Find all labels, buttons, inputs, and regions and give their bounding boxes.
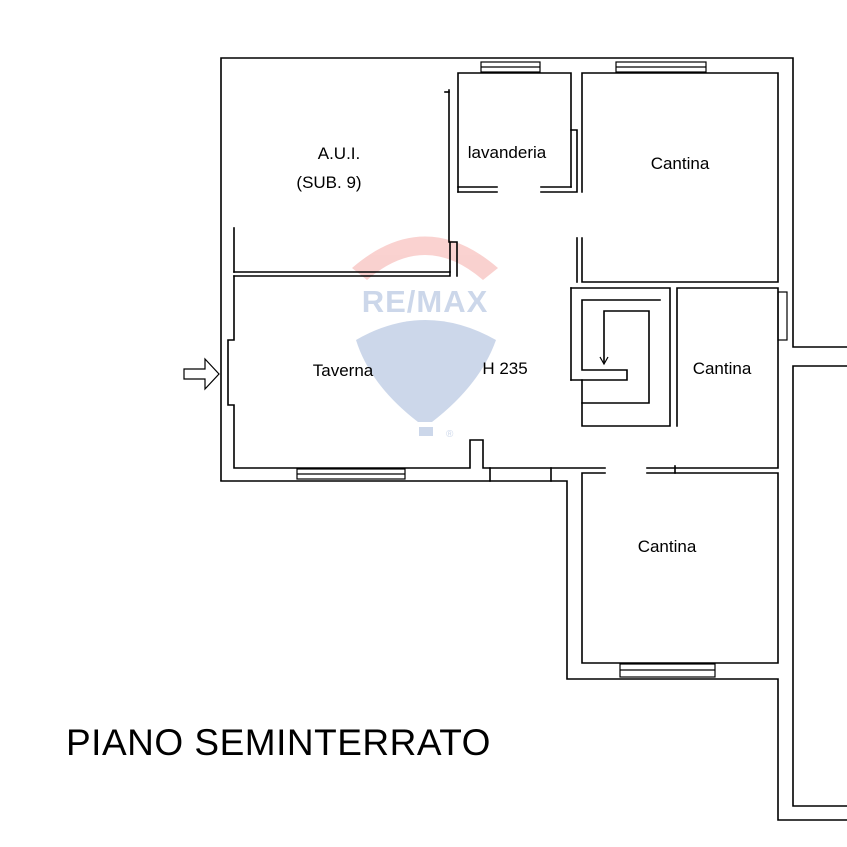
- label-cantina-mid: Cantina: [693, 359, 752, 378]
- arrow-right-icon: [183, 357, 220, 391]
- walls: [220, 57, 847, 821]
- label-height: H 235: [482, 359, 527, 378]
- label-lavanderia: lavanderia: [468, 143, 547, 162]
- balloon-red-top: [352, 236, 498, 280]
- label-taverna: Taverna: [313, 361, 374, 380]
- floor-title: PIANO SEMINTERRATO: [66, 722, 491, 763]
- outer-wall-top-left: [220, 57, 847, 481]
- outer-wall-right-lower: [792, 365, 847, 807]
- stair-outer: [570, 287, 671, 427]
- cantina-bottom-walls: [581, 472, 779, 664]
- taverna-top-wall: [233, 241, 458, 277]
- label-cantina-top: Cantina: [651, 154, 710, 173]
- stair-inner: [581, 310, 650, 404]
- cantina-top-walls: [581, 72, 779, 283]
- windows: [296, 61, 716, 678]
- taverna-left-wall: [227, 275, 606, 469]
- lavanderia-walls: [457, 72, 578, 193]
- room-labels: A.U.I. (SUB. 9) lavanderia Cantina Canti…: [296, 143, 751, 556]
- stair-landing: [570, 299, 661, 381]
- balloon-white-band: [350, 280, 500, 320]
- registered-mark: ®: [446, 429, 454, 440]
- balloon-basket: [419, 427, 433, 436]
- cantina-mid-window: [777, 291, 788, 341]
- remax-logo-text: RE/MAX: [362, 284, 489, 319]
- balloon-blue-bottom: [356, 320, 496, 422]
- remax-watermark: RE/MAX ®: [350, 236, 500, 440]
- cantina-mid-walls: [646, 287, 779, 469]
- label-aui: A.U.I.: [318, 144, 361, 163]
- stair-arrow-icon: [599, 356, 609, 366]
- label-cantina-bottom: Cantina: [638, 537, 697, 556]
- label-aui-sub: (SUB. 9): [296, 173, 361, 192]
- outer-wall-bottom: [220, 480, 847, 821]
